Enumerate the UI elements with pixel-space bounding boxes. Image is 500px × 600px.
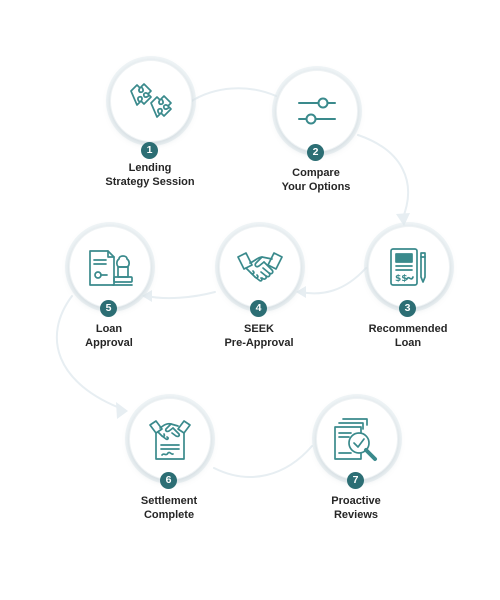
step-3-label-line2: Loan: [394, 337, 422, 349]
step-7-number-badge: 7: [347, 472, 364, 489]
step-4-icon-circle: [219, 226, 301, 308]
step-7-label-line2: Reviews: [333, 509, 379, 521]
step-5: 5 Loan Approval: [34, 226, 184, 356]
document-dollar-pen-icon: $$: [390, 248, 426, 286]
step-2-label-line2: Your Options: [281, 181, 351, 193]
step-4-label-line1: SEEK: [244, 323, 274, 335]
step-5-icon-circle: [69, 226, 151, 308]
step-7-icon-circle: [316, 398, 398, 480]
step-6-label-line1: Settlement: [140, 495, 198, 507]
arrowhead-4-5: [142, 290, 152, 302]
step-3-icon-circle: $$: [368, 226, 450, 308]
handshake-contract-icon: [149, 420, 191, 460]
step-5-label: Loan Approval: [34, 322, 184, 350]
step-1-number-badge: 1: [141, 142, 158, 159]
step-5-number-badge: 5: [100, 300, 117, 317]
step-1-label-line1: Lending: [128, 162, 172, 174]
step-4: 4 SEEK Pre-Approval: [184, 226, 334, 356]
step-1: 1 Lending Strategy Session: [75, 60, 225, 195]
step-1-label: Lending Strategy Session: [75, 161, 225, 189]
document-magnifier-icon: [334, 418, 377, 461]
step-6-number-badge: 6: [160, 472, 177, 489]
step-2: 2 Compare Your Options: [241, 70, 391, 200]
svg-text:$$: $$: [395, 274, 408, 284]
connector-2-3: [357, 134, 410, 221]
step-2-icon-circle: [276, 70, 358, 152]
step-7-label-line1: Proactive: [331, 495, 381, 507]
step-3-label-line1: Recommended: [368, 323, 448, 335]
step-2-label: Compare Your Options: [241, 166, 391, 194]
document-stamp-icon: [89, 250, 133, 286]
step-2-number-badge: 2: [307, 144, 324, 161]
puzzle-pieces-icon: [130, 83, 172, 118]
connector-5-6: [55, 295, 126, 411]
sliders-icon: [298, 97, 336, 125]
step-7: 7 Proactive Reviews: [281, 398, 431, 528]
arrowhead-3-4: [296, 286, 306, 298]
step-7-label: Proactive Reviews: [281, 494, 431, 522]
step-5-label-line2: Approval: [85, 337, 133, 349]
step-4-label-line2: Pre-Approval: [224, 337, 294, 349]
step-3-number-badge: 3: [399, 300, 416, 317]
step-1-label-line2: Strategy Session: [105, 176, 195, 188]
step-5-label-line1: Loan: [95, 323, 123, 335]
step-1-icon-circle: [110, 60, 192, 142]
step-3: $$ 3 Recommended Loan: [333, 226, 483, 356]
connector-6-7: [213, 445, 313, 478]
step-6-label: Settlement Complete: [94, 494, 244, 522]
step-4-label: SEEK Pre-Approval: [184, 322, 334, 350]
connector-3-4: [299, 267, 367, 295]
handshake-icon: [237, 252, 283, 282]
step-2-label-line1: Compare: [292, 167, 340, 179]
connector-1-2: [189, 87, 277, 103]
arrowhead-2-3: [396, 213, 410, 226]
step-3-label: Recommended Loan: [333, 322, 483, 350]
step-6: 6 Settlement Complete: [94, 398, 244, 528]
step-4-number-badge: 4: [250, 300, 267, 317]
arrowhead-5-6: [116, 402, 128, 419]
step-6-label-line2: Complete: [143, 509, 195, 521]
step-6-icon-circle: [129, 398, 211, 480]
